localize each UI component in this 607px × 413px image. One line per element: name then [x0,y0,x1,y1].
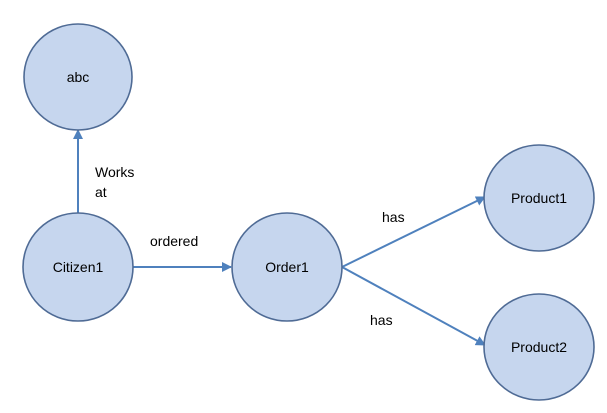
node-product1: Product1 [483,144,595,252]
node-label-citizen1: Citizen1 [53,259,104,275]
node-label-abc: abc [67,69,90,85]
node-label-product1: Product1 [511,190,567,206]
node-product2: Product2 [483,293,595,401]
node-order1: Order1 [231,212,343,322]
edge-label-has-product2: has [370,312,393,328]
node-label-order1: Order1 [265,259,309,275]
edge-label-at: at [95,184,107,200]
node-abc: abc [23,23,133,131]
edge-label-works: Works [95,164,134,180]
edge-label-has-product1: has [382,209,405,225]
edge-order1-has-product2 [341,266,486,346]
node-citizen1: Citizen1 [22,212,134,322]
edge-order1-has-product1 [341,196,486,268]
node-label-product2: Product2 [511,339,567,355]
edge-label-ordered: ordered [150,233,198,249]
